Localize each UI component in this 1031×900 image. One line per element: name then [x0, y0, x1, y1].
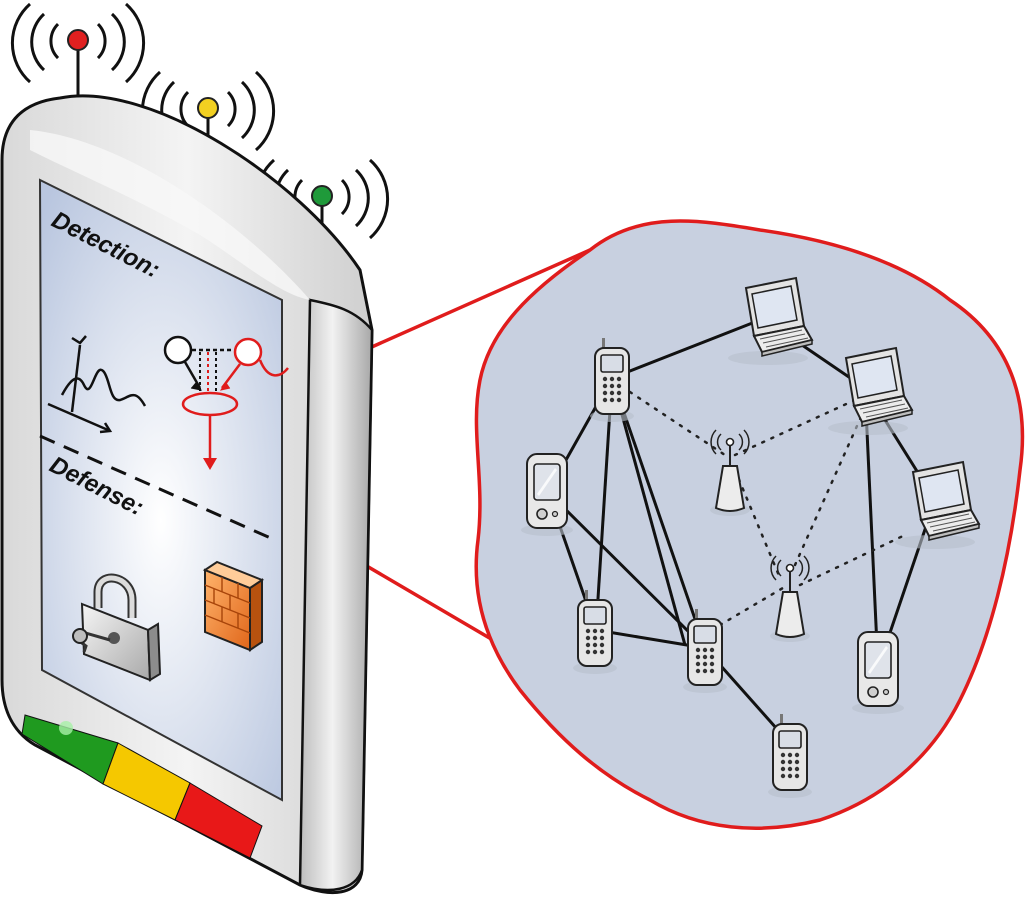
antenna-bulb-yellow — [197, 97, 219, 119]
firewall-icon — [202, 560, 265, 652]
pda-icon — [520, 453, 574, 537]
anomaly-graph-icon — [47, 335, 147, 434]
antenna-bulb-green — [311, 185, 333, 207]
cellphone-icon — [767, 713, 813, 799]
antenna-red — [10, 2, 146, 158]
cellphone-icon — [572, 589, 618, 675]
lock-icon — [72, 573, 162, 682]
cellphone-icon — [682, 608, 728, 694]
zoom-connector-lines — [364, 248, 591, 652]
device-top-bezel — [30, 130, 310, 300]
section-divider — [39, 434, 276, 542]
mobile-device: Detection: Defense: — [0, 2, 390, 895]
status-indicator-bar — [21, 714, 263, 859]
device-side-edge — [298, 298, 374, 892]
antenna-bulb-red — [67, 29, 89, 51]
cellphone-icon — [589, 337, 635, 423]
pda-icon — [851, 631, 905, 715]
correlation-icon — [163, 335, 289, 470]
network-cloud — [364, 219, 1025, 830]
status-red — [174, 782, 263, 859]
